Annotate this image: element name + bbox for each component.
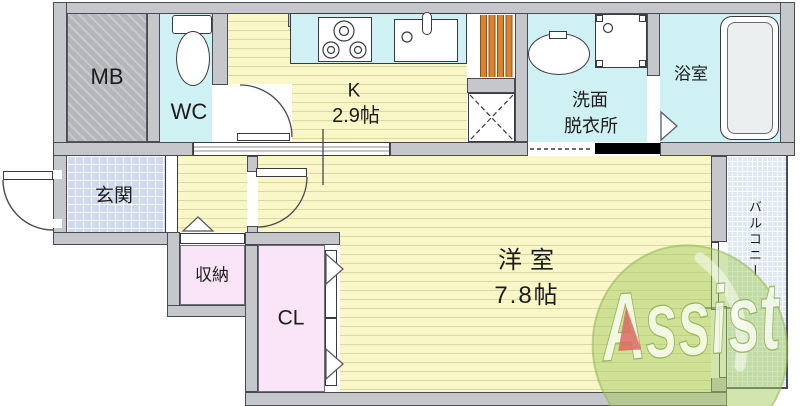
entry-hinge-notch-top bbox=[53, 170, 62, 179]
entrance-floor bbox=[67, 156, 165, 232]
storage-label: 収納 bbox=[195, 265, 229, 285]
wall-wc-kitchen bbox=[212, 13, 228, 85]
wall-mid-right bbox=[660, 142, 795, 156]
wall-left bbox=[53, 2, 67, 245]
closet-room bbox=[258, 245, 325, 392]
entrance-step bbox=[165, 156, 178, 232]
storage-door bbox=[180, 233, 245, 244]
wall-closet-top bbox=[245, 232, 340, 245]
wall-entrance-bottom bbox=[53, 232, 180, 245]
hall-room-door-opening bbox=[247, 172, 258, 226]
wall-right bbox=[780, 2, 795, 156]
closet-door-panel-1 bbox=[325, 250, 337, 318]
washbasin-icon bbox=[528, 33, 590, 75]
wall-kitchen-washroom bbox=[515, 13, 528, 142]
kitchen-sliding-door bbox=[193, 142, 390, 156]
entry-door-leaf bbox=[3, 171, 53, 180]
meter-box-label: MB bbox=[90, 64, 124, 89]
refrigerator-space bbox=[468, 93, 515, 142]
wc-label: WC bbox=[170, 99, 208, 124]
washer-corner-tr bbox=[639, 15, 646, 22]
stove bbox=[318, 17, 372, 62]
wc-door-leaf bbox=[237, 133, 290, 141]
bathroom-label: 浴室 bbox=[674, 64, 708, 84]
main-room-area-label: 7.8帖 bbox=[494, 282, 560, 309]
wall-mid-center bbox=[390, 142, 528, 156]
wall-mb-wc bbox=[147, 13, 160, 142]
washer-corner-tl bbox=[596, 15, 603, 22]
bathroom-door-opening bbox=[647, 76, 660, 142]
balcony-label: バルコニー bbox=[747, 200, 762, 280]
louver-slats bbox=[480, 15, 514, 77]
wall-washroom-bathroom bbox=[647, 13, 660, 76]
entrance-label: 玄関 bbox=[94, 185, 134, 207]
hallway-floor bbox=[178, 156, 247, 232]
washroom-label-2: 脱衣所 bbox=[564, 116, 618, 136]
bathtub-inner bbox=[727, 22, 773, 134]
wall-room-balcony-lower bbox=[711, 376, 727, 392]
balcony-window-panel-2 bbox=[719, 306, 727, 378]
toilet-bowl-icon bbox=[176, 31, 210, 86]
closet-door-panel-2 bbox=[325, 318, 337, 386]
wall-mid-left bbox=[53, 142, 193, 156]
entry-hinge-notch-bottom bbox=[53, 219, 62, 228]
wall-hall-room-upper bbox=[247, 156, 258, 172]
kitchen-label: K bbox=[347, 80, 361, 102]
washer-corner-bl bbox=[596, 60, 603, 67]
washroom-label-1: 洗面 bbox=[572, 90, 608, 110]
washbasin-faucet-icon bbox=[549, 31, 567, 39]
entry-door-arc bbox=[2, 179, 54, 231]
storage-room bbox=[180, 245, 245, 305]
wall-slat-stub bbox=[467, 78, 515, 93]
washroom-step-bar bbox=[595, 143, 660, 154]
kitchen-faucet-icon bbox=[422, 12, 432, 35]
kitchen-area-label: 2.9帖 bbox=[332, 105, 380, 127]
washroom-opening-band bbox=[528, 142, 595, 156]
closet-label: CL bbox=[277, 306, 305, 330]
wall-bottom bbox=[245, 392, 727, 406]
wall-closet-left bbox=[245, 245, 258, 392]
meter-box-room bbox=[67, 13, 147, 142]
hall-room-door-leaf bbox=[256, 168, 307, 177]
washer-corner-br bbox=[639, 60, 646, 67]
main-room-label: 洋室 bbox=[498, 247, 562, 274]
balcony-window-panel-1 bbox=[711, 242, 719, 310]
wc-door-opening bbox=[212, 85, 228, 142]
wall-room-balcony-upper bbox=[711, 156, 727, 242]
